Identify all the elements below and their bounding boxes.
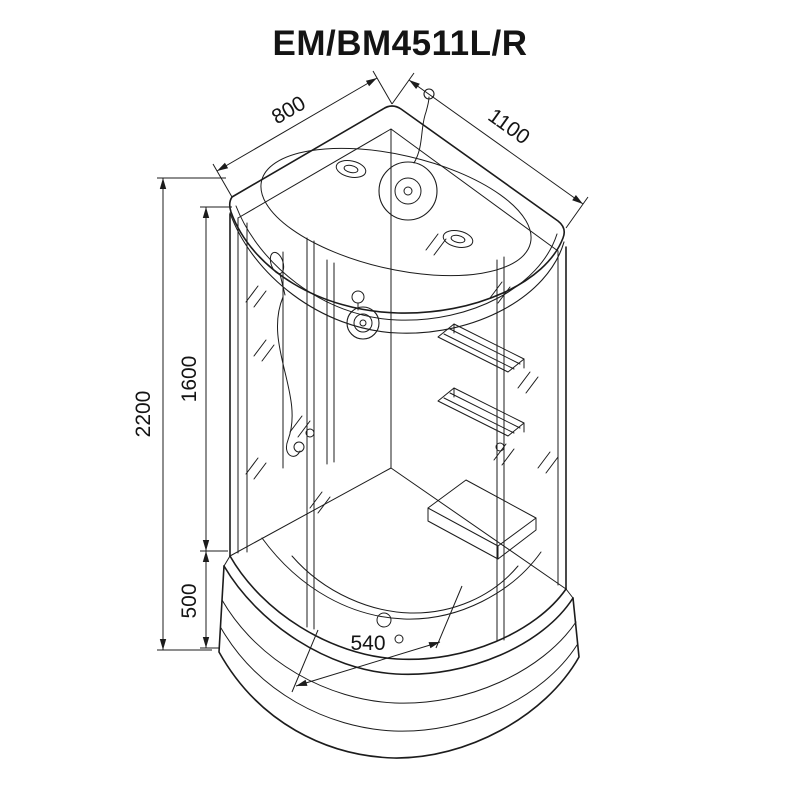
shelf-upper [437,323,525,373]
rim-edge-right [565,588,574,599]
overhead-shower-center [403,186,413,196]
hatch-mark [489,281,511,304]
drain-outer [376,612,392,628]
shower-hose-top [413,96,430,164]
dim-depth-ext-a [212,163,233,198]
dim-inner-label: 540 [350,632,385,655]
drain-inner [394,634,404,644]
seat-front [427,507,537,560]
rim-edge-left [223,555,231,567]
dim-inner-line [295,641,441,687]
hose-holder [293,441,305,453]
shelf-lower-brackets [453,387,525,433]
dim-inner-ext-b [435,585,463,649]
dim-inner-width-540: 540 [291,585,463,693]
hatch-mark [245,457,267,480]
skirt-contour-1 [221,599,577,704]
steam-nozzle-mid [353,313,373,333]
door-knob-left [305,428,315,438]
ceiling-light-right [442,230,474,248]
dim-width-label: 1100 [484,104,534,149]
ceiling-light-left [335,160,367,178]
hatch-mark [425,233,447,256]
steam-nozzle-outer [346,306,380,340]
dim-tray-height-500: 500 [178,551,220,649]
back-wall-bottom-edges [229,467,567,590]
dim-total-height-2200: 2200 [132,177,226,651]
ceiling-light-right-inner [450,234,466,244]
dim-body-label: 1600 [178,356,201,403]
overhead-shower-inner [394,177,422,205]
hand-shower-head [269,251,285,275]
model-title: EM/BM4511L/R [272,24,528,63]
roof-inner-edge [235,205,558,321]
interior-fittings [269,251,525,469]
tub-floor-edge [291,555,519,614]
glass-hatch-marks [245,233,559,514]
skirt-contour-2 [220,627,578,732]
dim-depth-line [216,77,378,172]
tub-inner-rim [261,537,542,620]
tray-skirt-outline [218,565,580,759]
shelf-upper-rails [443,328,521,370]
hatch-mark [493,443,515,466]
hatch-mark [517,371,539,394]
dim-width-ext-b [565,196,589,229]
dim-total-label: 2200 [132,391,155,438]
shelf-upper-brackets [453,323,525,369]
ceiling-panel-oval [260,147,532,277]
control-knob [351,290,365,304]
hand-shower-hose [277,296,301,457]
ceiling-light-left-inner [343,164,359,174]
dim-depth-label: 800 [268,92,310,129]
roof-outline [228,105,565,314]
dim-depth-ext-b [372,70,393,105]
tray-rim-band [223,565,574,676]
hatch-mark [537,451,559,474]
tray-rim-top [229,555,567,661]
dim-tray-label: 500 [178,583,201,618]
shower-tray [218,479,580,759]
overhead-shower-outer [378,161,438,221]
steam-nozzle-dot [359,319,367,327]
dim-width-1100: 1100 [391,72,589,229]
dim-body-height-1600: 1600 [178,206,232,552]
shelf-lower-rails [443,392,521,434]
glass-walls [229,128,567,642]
hatch-mark [289,415,311,438]
dim-width-ext-a [391,72,415,105]
hatch-mark [253,339,275,362]
seat-top [427,479,537,547]
dim-width-line [408,79,584,205]
hatch-mark [309,491,331,514]
hand-shower-handle [279,273,286,296]
hatch-mark [245,285,267,308]
shelf-lower [437,387,525,437]
back-wall-top-edges [237,128,559,252]
dim-depth-800: 800 [212,70,393,198]
roof-rim-band [229,212,565,334]
